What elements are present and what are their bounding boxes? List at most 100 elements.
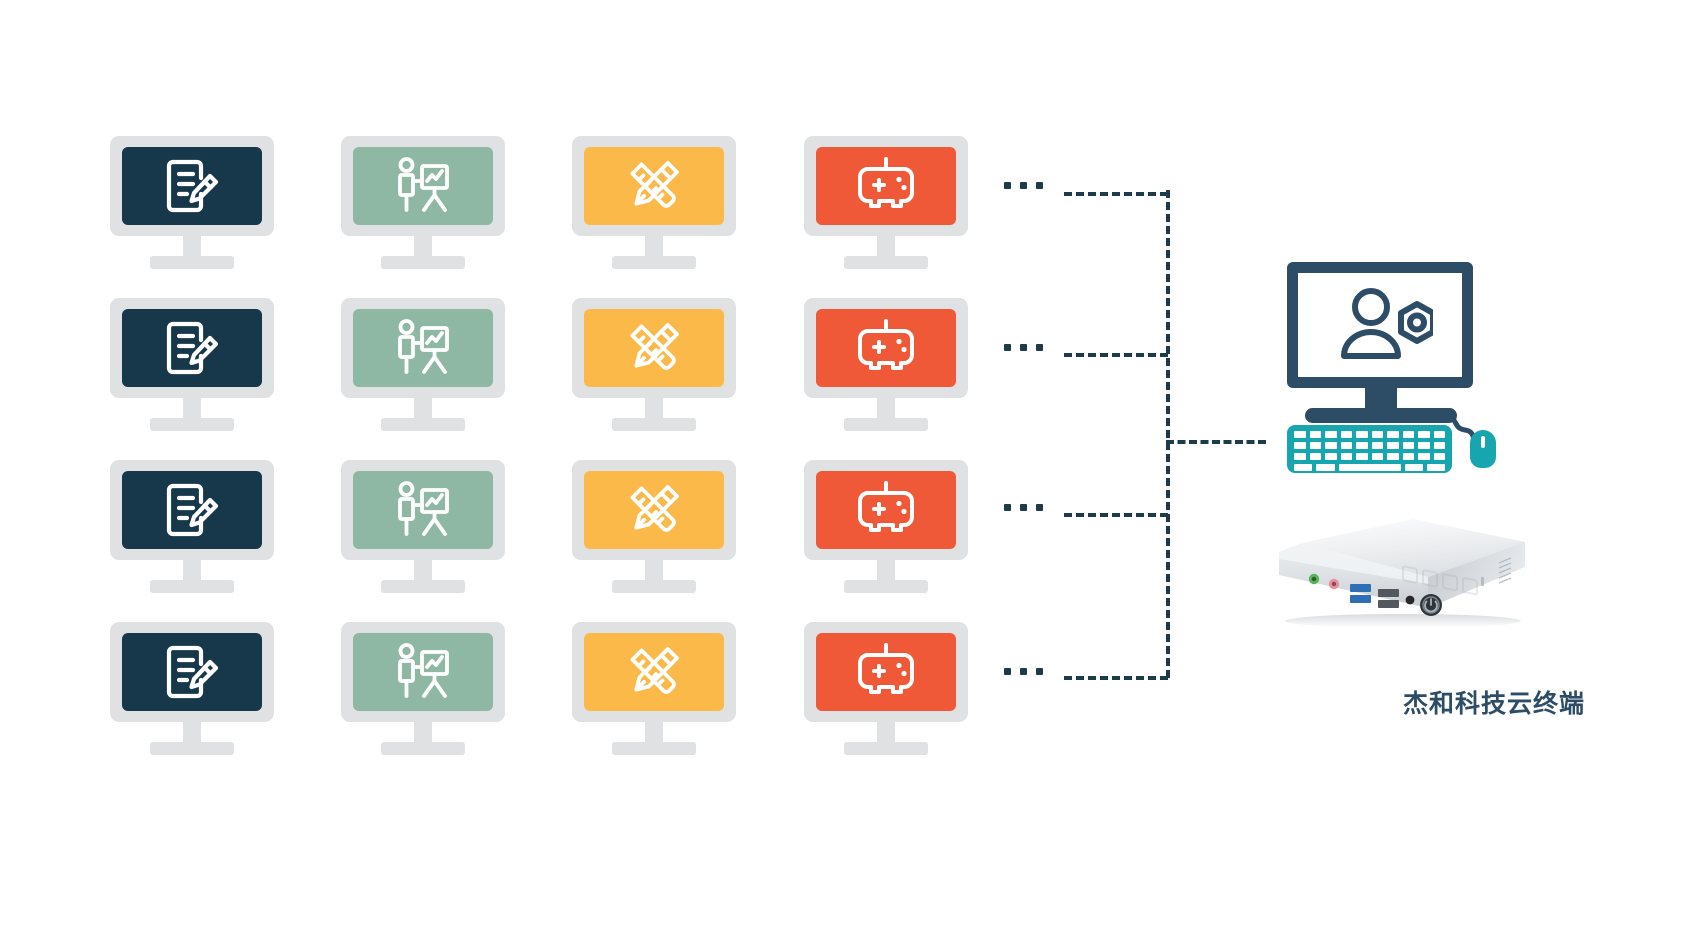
monitor-neck bbox=[183, 236, 201, 258]
monitor-screen bbox=[353, 471, 493, 549]
presenter-chart-icon bbox=[398, 643, 449, 698]
monitor-base bbox=[612, 580, 696, 593]
monitor-neck bbox=[645, 236, 663, 258]
client-monitor-document-editing-row-1[interactable] bbox=[110, 136, 274, 271]
monitor-base bbox=[612, 742, 696, 755]
connector-branch-row-1 bbox=[1064, 192, 1168, 196]
client-monitor-gaming-row-4[interactable] bbox=[804, 622, 968, 757]
monitor-screen bbox=[816, 309, 956, 387]
pencil-ruler-icon bbox=[630, 323, 679, 370]
gamepad-icon bbox=[858, 643, 914, 694]
pencil-ruler-icon bbox=[630, 161, 679, 208]
monitor-base bbox=[844, 580, 928, 593]
monitor-base bbox=[150, 742, 234, 755]
presenter-chart-icon bbox=[398, 157, 449, 212]
row-ellipsis-3 bbox=[1004, 504, 1043, 511]
gamepad-icon bbox=[858, 157, 914, 208]
monitor-neck bbox=[877, 722, 895, 744]
monitor-screen bbox=[816, 633, 956, 711]
user-settings-icon bbox=[1327, 285, 1436, 366]
connector-spine bbox=[1166, 190, 1170, 678]
monitor-neck bbox=[877, 398, 895, 420]
terminal-monitor-neck bbox=[1365, 388, 1397, 410]
monitor-screen bbox=[353, 147, 493, 225]
monitor-base bbox=[844, 256, 928, 269]
client-monitor-gaming-row-3[interactable] bbox=[804, 460, 968, 595]
mini-pc-device bbox=[1253, 505, 1533, 635]
monitor-neck bbox=[183, 560, 201, 582]
client-monitor-gaming-row-2[interactable] bbox=[804, 298, 968, 433]
client-monitor-training-row-3[interactable] bbox=[341, 460, 505, 595]
cloud-terminal-caption: 杰和科技云终端 bbox=[1403, 690, 1586, 718]
document-pencil-icon bbox=[166, 483, 219, 537]
gamepad-icon bbox=[858, 319, 914, 370]
monitor-base bbox=[844, 742, 928, 755]
monitor-neck bbox=[645, 560, 663, 582]
presenter-chart-icon bbox=[398, 319, 449, 374]
connector-to-server bbox=[1166, 440, 1266, 444]
monitor-base bbox=[381, 580, 465, 593]
row-ellipsis-4 bbox=[1004, 668, 1043, 675]
pencil-ruler-icon bbox=[630, 647, 679, 694]
keyboard-row bbox=[1294, 442, 1445, 449]
monitor-screen bbox=[122, 471, 262, 549]
monitor-base bbox=[381, 742, 465, 755]
monitor-screen bbox=[584, 471, 724, 549]
usb2-port-top bbox=[1378, 589, 1399, 597]
monitor-base bbox=[381, 418, 465, 431]
keyboard-row-spacebar bbox=[1294, 464, 1446, 471]
monitor-neck bbox=[877, 236, 895, 258]
monitor-base bbox=[612, 256, 696, 269]
usb2-port-bottom bbox=[1378, 600, 1399, 608]
client-monitor-document-editing-row-2[interactable] bbox=[110, 298, 274, 433]
terminal-keyboard[interactable] bbox=[1287, 425, 1452, 473]
client-monitor-design-row-1[interactable] bbox=[572, 136, 736, 271]
mouse-icon[interactable] bbox=[1470, 430, 1496, 468]
port-cluster bbox=[1308, 573, 1442, 616]
monitor-base bbox=[844, 418, 928, 431]
monitor-neck bbox=[183, 398, 201, 420]
monitor-neck bbox=[414, 398, 432, 420]
gamepad-icon bbox=[858, 481, 914, 532]
monitor-base bbox=[150, 256, 234, 269]
monitor-screen bbox=[353, 633, 493, 711]
monitor-screen bbox=[816, 471, 956, 549]
monitor-neck bbox=[414, 722, 432, 744]
monitor-base bbox=[381, 256, 465, 269]
monitor-base bbox=[612, 418, 696, 431]
monitor-base bbox=[150, 580, 234, 593]
usb3-port-bottom bbox=[1350, 595, 1371, 603]
monitor-screen bbox=[122, 147, 262, 225]
connector-branch-row-3 bbox=[1064, 513, 1168, 517]
client-monitor-document-editing-row-3[interactable] bbox=[110, 460, 274, 595]
client-monitor-gaming-row-1[interactable] bbox=[804, 136, 968, 271]
monitor-screen bbox=[584, 633, 724, 711]
client-monitor-training-row-1[interactable] bbox=[341, 136, 505, 271]
document-pencil-icon bbox=[166, 321, 219, 375]
monitor-neck bbox=[645, 398, 663, 420]
row-ellipsis-2 bbox=[1004, 344, 1043, 351]
row-ellipsis-1 bbox=[1004, 182, 1043, 189]
monitor-screen bbox=[122, 309, 262, 387]
keyboard-row bbox=[1294, 431, 1445, 438]
terminal-monitor-base bbox=[1305, 408, 1457, 423]
client-monitor-document-editing-row-4[interactable] bbox=[110, 622, 274, 757]
client-monitor-design-row-2[interactable] bbox=[572, 298, 736, 433]
monitor-screen bbox=[816, 147, 956, 225]
pencil-ruler-icon bbox=[630, 485, 679, 532]
document-pencil-icon bbox=[166, 645, 219, 699]
client-monitor-design-row-3[interactable] bbox=[572, 460, 736, 595]
monitor-neck bbox=[877, 560, 895, 582]
client-monitor-training-row-2[interactable] bbox=[341, 298, 505, 433]
client-monitor-training-row-4[interactable] bbox=[341, 622, 505, 757]
dc-power-jack bbox=[1405, 595, 1415, 605]
presenter-chart-icon bbox=[398, 481, 449, 536]
usb3-port-top bbox=[1350, 584, 1371, 592]
client-monitor-design-row-4[interactable] bbox=[572, 622, 736, 757]
document-pencil-icon bbox=[166, 159, 219, 213]
monitor-screen bbox=[584, 309, 724, 387]
monitor-neck bbox=[414, 560, 432, 582]
keyboard-row bbox=[1294, 453, 1445, 460]
connector-branch-row-4 bbox=[1064, 676, 1168, 680]
